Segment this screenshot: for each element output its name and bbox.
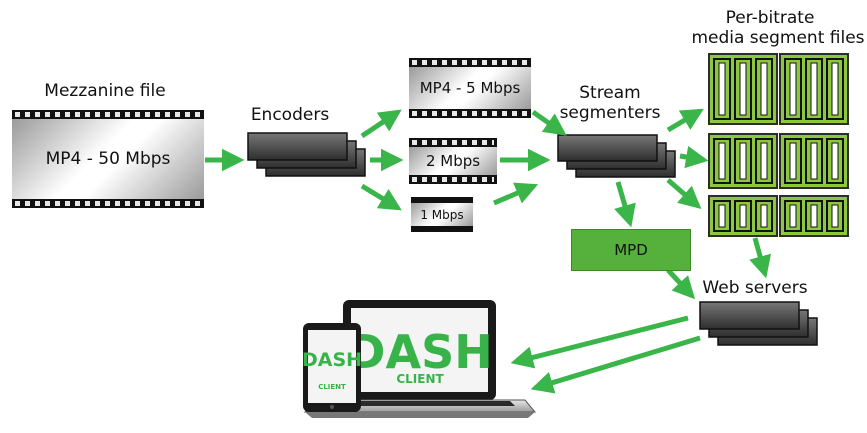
arrow-segmenters-to-seg-mid	[679, 145, 709, 169]
arrow-encoders-to-low	[360, 183, 402, 211]
encoders-title: Encoders	[250, 105, 330, 125]
mezzanine-file-film: MP4 - 50 Mbps	[12, 110, 204, 208]
tablet-client-text: CLIENT	[318, 383, 346, 391]
segmenters-stack	[557, 134, 676, 178]
tablet-dash-logo: DASH	[302, 349, 362, 371]
mpd-box: MPD	[571, 229, 691, 271]
segment-file-highlight	[739, 142, 747, 180]
film-perforations-bottom	[412, 111, 528, 116]
segments-title-line1: Per-bitrate	[725, 8, 815, 28]
arrow-webservers-to-tablet	[510, 315, 689, 369]
rendition-mid-label: 2 Mbps	[409, 147, 497, 175]
segmenters-title-line2: segmenters	[559, 103, 661, 123]
segment-file-highlight	[789, 204, 797, 228]
rendition-high-label: MP4 - 5 Mbps	[409, 67, 531, 109]
segment-file-highlight	[810, 142, 818, 180]
arrow-mpd-to-webservers	[666, 268, 696, 300]
film-perforations-top	[15, 112, 201, 117]
web-servers-stack	[699, 301, 818, 346]
arrow-segmenters-to-mpd	[614, 181, 636, 228]
arrow-segmenters-to-seg-top	[666, 108, 704, 133]
film-perforations-bottom	[412, 177, 494, 182]
segment-file-highlight	[718, 142, 726, 180]
arrow-low-to-segmenters	[493, 182, 539, 206]
web-servers-title: Web servers	[702, 278, 808, 298]
rendition-mid-film: 2 Mbps	[409, 138, 497, 184]
segment-file-highlight	[718, 62, 726, 116]
segment-file-highlight	[760, 62, 768, 116]
arrow-webservers-to-laptop	[530, 335, 701, 394]
segment-file-highlight	[718, 204, 726, 228]
laptop-client	[303, 300, 537, 418]
rendition-high-film: MP4 - 5 Mbps	[409, 58, 531, 118]
flow-arrows	[205, 108, 772, 394]
segment-file-highlight	[831, 142, 839, 180]
segment-file-highlight	[810, 204, 818, 228]
encoders-stack	[247, 132, 366, 177]
rendition-low-label: 1 Mbps	[411, 203, 473, 226]
segment-file-highlight	[810, 62, 818, 116]
rendition-low-film: 1 Mbps	[411, 197, 473, 232]
arrow-high-to-segmenters	[531, 109, 567, 136]
segment-file-highlight	[831, 62, 839, 116]
segmenters-title-line1: Stream	[579, 83, 641, 103]
segment-file-highlight	[789, 62, 797, 116]
arrow-segments-to-webservers	[749, 237, 772, 279]
laptop-client-text: CLIENT	[396, 372, 444, 386]
segment-file-highlight	[739, 204, 747, 228]
segment-file-highlight	[831, 204, 839, 228]
segment-file-highlight	[760, 204, 768, 228]
mezzanine-title: Mezzanine file	[44, 81, 166, 101]
arrow-encoders-to-high	[360, 109, 402, 139]
segment-file-highlight	[739, 62, 747, 116]
segments-title-line2: media segment files	[691, 28, 865, 48]
tablet-client	[303, 323, 361, 412]
film-perforations-top	[412, 140, 494, 145]
arrow-segmenters-to-seg-low	[666, 178, 702, 209]
segment-file-highlight	[789, 142, 797, 180]
segment-files-grid	[708, 53, 849, 237]
film-perforations-bottom	[15, 201, 201, 206]
laptop-dash-logo: DASH	[347, 325, 492, 379]
segment-file-highlight	[760, 142, 768, 180]
film-perforations-top	[412, 60, 528, 65]
mezzanine-file-label: MP4 - 50 Mbps	[12, 119, 204, 199]
